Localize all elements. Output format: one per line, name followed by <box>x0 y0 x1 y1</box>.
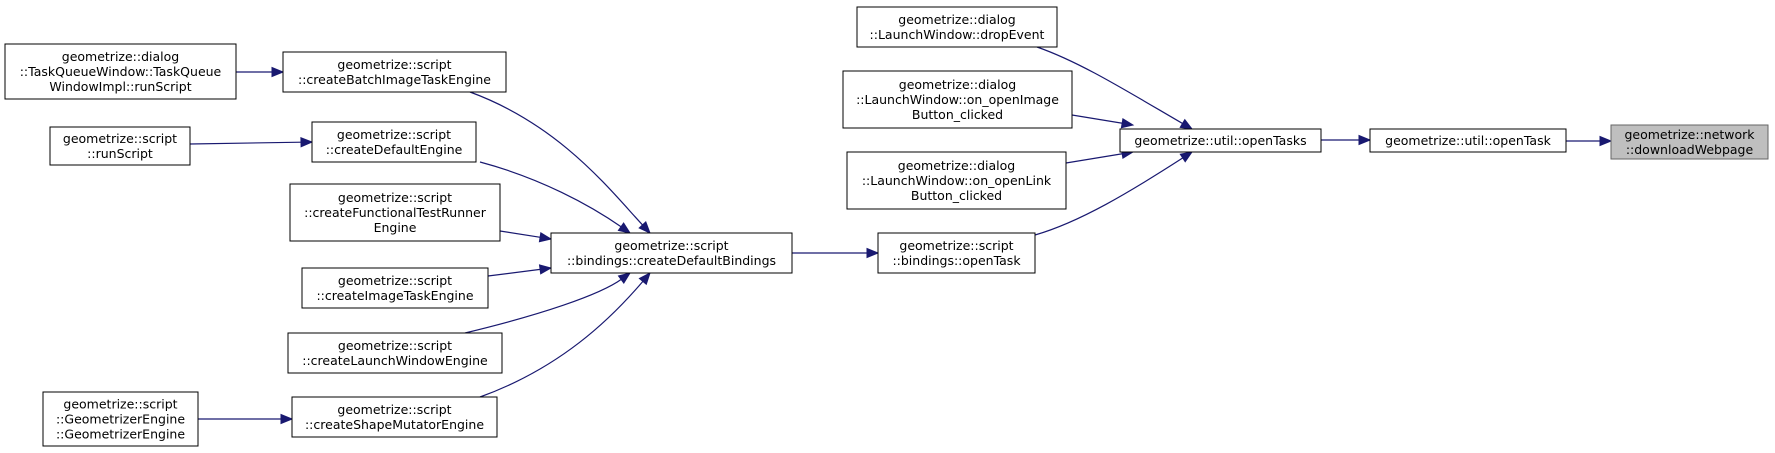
node-createDefaultEngine[interactable]: geometrize::script::createDefaultEngine <box>311 121 477 163</box>
arrowhead-createBatch-to-createDefaultBindings <box>638 221 651 234</box>
node-label-createBatch-line-1: ::createBatchImageTaskEngine <box>298 72 491 87</box>
node-createBatch[interactable]: geometrize::script::createBatchImageTask… <box>282 51 507 93</box>
node-label-openImage-line-1: ::LaunchWindow::on_openImage <box>856 92 1059 107</box>
node-label-createLaunchWindow-line-1: ::createLaunchWindowEngine <box>302 353 488 368</box>
edge-openImage-to-openTasks <box>1071 114 1124 124</box>
node-label-geometrizerEngine-line-1: ::GeometrizerEngine <box>56 412 185 427</box>
node-label-geometrizerEngine-line-2: ::GeometrizerEngine <box>56 427 185 442</box>
node-downloadWebpage[interactable]: geometrize::network::downloadWebpage <box>1610 124 1769 160</box>
node-taskQueueRun[interactable]: geometrize::dialog::TaskQueueWindow::Tas… <box>4 43 237 100</box>
arrowhead-openTasks-to-openTask <box>1358 134 1372 146</box>
node-box-runScript[interactable] <box>49 126 191 166</box>
arrowhead-createImageTask-to-createDefaultBindings <box>538 264 553 275</box>
edge-dropEvent-to-openTasks <box>1036 46 1184 125</box>
arrowhead-openImage-to-openTasks <box>1120 117 1135 129</box>
node-label-createDefaultEngine-line-1: ::createDefaultEngine <box>326 142 463 157</box>
node-box-openImage[interactable] <box>842 70 1073 129</box>
arrowhead-geometrizerEngine-to-createShapeMutator <box>280 413 294 425</box>
edge-bindingsOpenTask-to-openTasks <box>1034 156 1184 236</box>
node-label-taskQueueRun-line-0: geometrize::dialog <box>62 49 179 64</box>
node-box-createLaunchWindow[interactable] <box>287 332 503 374</box>
node-bindingsOpenTask[interactable]: geometrize::script::bindings::openTask <box>877 232 1036 274</box>
arrowhead-createDefaultEngine-to-createDefaultBindings <box>617 222 632 234</box>
node-createImageTask[interactable]: geometrize::script::createImageTaskEngin… <box>301 267 489 309</box>
arrowhead-bindingsOpenTask-to-openTasks <box>1179 151 1194 163</box>
arrowhead-createDefaultBindings-to-bindingsOpenTask <box>866 247 880 259</box>
node-createFunctional[interactable]: geometrize::script::createFunctionalTest… <box>289 183 501 242</box>
arrowhead-taskQueueRun-to-createBatch <box>271 66 285 78</box>
edge-createLaunchWindow-to-createDefaultBindings <box>464 278 623 334</box>
node-label-createDefaultBindings-line-0: geometrize::script <box>614 238 728 253</box>
node-label-createDefaultBindings-line-1: ::bindings::createDefaultBindings <box>567 253 776 268</box>
node-label-openLink-line-0: geometrize::dialog <box>898 158 1015 173</box>
node-label-downloadWebpage-line-0: geometrize::network <box>1624 127 1755 142</box>
node-dropEvent[interactable]: geometrize::dialog::LaunchWindow::dropEv… <box>856 6 1058 48</box>
node-label-createFunctional-line-1: ::createFunctionalTestRunner <box>304 205 487 220</box>
edge-runScript-to-createDefaultEngine <box>189 141 303 145</box>
edge-createDefaultEngine-to-createDefaultBindings <box>479 161 623 228</box>
node-label-openImage-line-2: Button_clicked <box>912 107 1003 122</box>
arrowhead-dropEvent-to-openTasks <box>1179 118 1194 130</box>
node-box-openTask[interactable] <box>1369 128 1567 153</box>
node-box-taskQueueRun[interactable] <box>4 43 237 100</box>
node-box-downloadWebpage[interactable] <box>1610 124 1769 160</box>
node-label-runScript-line-0: geometrize::script <box>63 131 177 146</box>
node-label-createImageTask-line-1: ::createImageTaskEngine <box>316 288 473 303</box>
node-label-createLaunchWindow-line-0: geometrize::script <box>338 338 452 353</box>
node-label-bindingsOpenTask-line-1: ::bindings::openTask <box>892 253 1021 268</box>
node-label-downloadWebpage-line-1: ::downloadWebpage <box>1626 142 1754 157</box>
node-openTask[interactable]: geometrize::util::openTask <box>1369 128 1567 153</box>
node-label-taskQueueRun-line-2: WindowImpl::runScript <box>49 79 191 94</box>
node-box-createFunctional[interactable] <box>289 183 501 242</box>
edge-openLink-to-openTasks <box>1065 153 1124 164</box>
node-createDefaultBindings[interactable]: geometrize::script::bindings::createDefa… <box>550 232 793 274</box>
arrowhead-createFunctional-to-createDefaultBindings <box>538 231 553 243</box>
node-label-openTask-line-0: geometrize::util::openTask <box>1385 133 1551 148</box>
node-label-createDefaultEngine-line-0: geometrize::script <box>337 127 451 142</box>
node-openImage[interactable]: geometrize::dialog::LaunchWindow::on_ope… <box>842 70 1073 129</box>
edge-createShapeMutator-to-createDefaultBindings <box>479 280 644 398</box>
node-label-bindingsOpenTask-line-0: geometrize::script <box>899 238 1013 253</box>
node-createShapeMutator[interactable]: geometrize::script::createShapeMutatorEn… <box>291 396 498 438</box>
node-box-openLink[interactable] <box>846 151 1067 210</box>
node-label-createFunctional-line-2: Engine <box>374 220 417 235</box>
node-geometrizerEngine[interactable]: geometrize::script::GeometrizerEngine::G… <box>42 391 199 447</box>
edge-createImageTask-to-createDefaultBindings <box>487 268 542 277</box>
node-box-createDefaultBindings[interactable] <box>550 232 793 274</box>
node-label-dropEvent-line-0: geometrize::dialog <box>898 12 1015 27</box>
node-box-openTasks[interactable] <box>1119 128 1322 153</box>
node-label-createBatch-line-0: geometrize::script <box>337 57 451 72</box>
node-label-geometrizerEngine-line-0: geometrize::script <box>63 397 177 412</box>
node-label-dropEvent-line-1: ::LaunchWindow::dropEvent <box>870 27 1045 42</box>
edge-createBatch-to-createDefaultBindings <box>469 91 644 227</box>
node-runScript[interactable]: geometrize::script::runScript <box>49 126 191 166</box>
arrowhead-openTask-to-downloadWebpage <box>1599 135 1613 147</box>
node-label-createFunctional-line-0: geometrize::script <box>338 190 452 205</box>
node-label-openLink-line-1: ::LaunchWindow::on_openLink <box>862 173 1052 188</box>
node-label-createImageTask-line-0: geometrize::script <box>338 273 452 288</box>
node-box-createDefaultEngine[interactable] <box>311 121 477 163</box>
node-box-geometrizerEngine[interactable] <box>42 391 199 447</box>
arrowhead-createLaunchWindow-to-createDefaultBindings <box>617 272 632 284</box>
node-label-openTasks-line-0: geometrize::util::openTasks <box>1134 133 1306 148</box>
node-box-dropEvent[interactable] <box>856 6 1058 48</box>
node-label-openLink-line-2: Button_clicked <box>911 188 1002 203</box>
node-openLink[interactable]: geometrize::dialog::LaunchWindow::on_ope… <box>846 151 1067 210</box>
arrowhead-createShapeMutator-to-createDefaultBindings <box>638 271 651 286</box>
node-box-createImageTask[interactable] <box>301 267 489 309</box>
node-box-createBatch[interactable] <box>282 51 507 93</box>
node-label-runScript-line-1: ::runScript <box>87 146 153 161</box>
node-label-createShapeMutator-line-0: geometrize::script <box>337 402 451 417</box>
node-box-bindingsOpenTask[interactable] <box>877 232 1036 274</box>
node-label-taskQueueRun-line-1: ::TaskQueueWindow::TaskQueue <box>20 64 222 79</box>
node-label-openImage-line-0: geometrize::dialog <box>899 77 1016 92</box>
edge-createFunctional-to-createDefaultBindings <box>499 230 542 239</box>
node-createLaunchWindow[interactable]: geometrize::script::createLaunchWindowEn… <box>287 332 503 374</box>
arrowhead-runScript-to-createDefaultEngine <box>300 136 314 148</box>
node-box-createShapeMutator[interactable] <box>291 396 498 438</box>
node-layer: geometrize::network::downloadWebpagegeom… <box>4 6 1769 447</box>
node-openTasks[interactable]: geometrize::util::openTasks <box>1119 128 1322 153</box>
node-label-createShapeMutator-line-1: ::createShapeMutatorEngine <box>305 417 484 432</box>
